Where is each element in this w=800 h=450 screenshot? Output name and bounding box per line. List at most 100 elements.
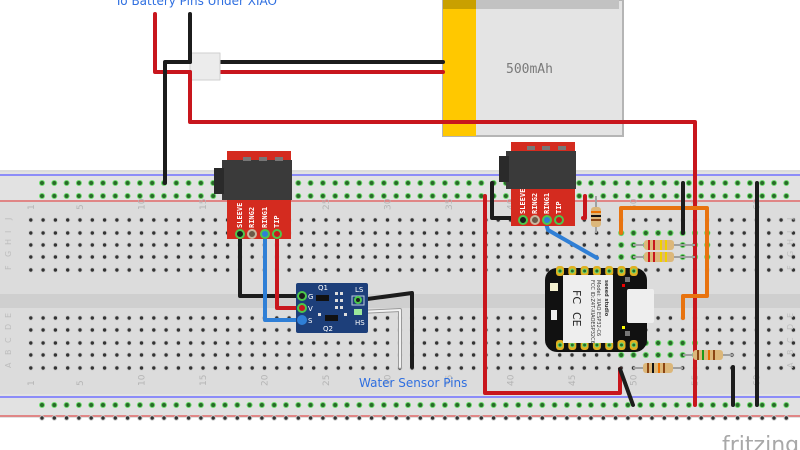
breadboard-hole[interactable]	[778, 315, 784, 321]
breadboard-hole[interactable]	[89, 267, 96, 273]
rail-hole[interactable]	[271, 415, 277, 421]
breadboard-hole[interactable]	[729, 267, 735, 273]
rail-hole[interactable]	[295, 180, 302, 186]
breadboard-hole[interactable]	[77, 217, 83, 223]
breadboard-hole[interactable]	[544, 267, 551, 273]
rail-hole[interactable]	[234, 415, 241, 421]
wire-right-tip[interactable]	[581, 194, 587, 220]
breadboard-hole[interactable]	[65, 352, 71, 358]
rail-hole[interactable]	[344, 402, 350, 408]
breadboard-hole[interactable]	[557, 365, 563, 371]
rail-hole[interactable]	[197, 180, 204, 186]
breadboard-hole[interactable]	[52, 327, 59, 333]
breadboard-hole[interactable]	[335, 254, 341, 260]
breadboard-hole[interactable]	[311, 340, 317, 346]
breadboard-hole[interactable]	[458, 352, 464, 358]
breadboard-hole[interactable]	[40, 242, 46, 248]
breadboard-hole[interactable]	[138, 352, 145, 358]
rail-hole[interactable]	[258, 402, 265, 408]
breadboard-hole[interactable]	[716, 327, 723, 333]
breadboard-hole[interactable]	[114, 365, 120, 371]
rail-hole[interactable]	[564, 415, 570, 421]
breadboard-hole[interactable]	[163, 242, 169, 248]
breadboard-hole[interactable]	[52, 217, 59, 223]
breadboard-hole[interactable]	[65, 242, 71, 248]
breadboard-hole[interactable]	[766, 365, 772, 371]
breadboard-hole[interactable]	[138, 242, 145, 248]
breadboard-hole[interactable]	[323, 242, 329, 248]
rail-hole[interactable]	[417, 180, 424, 186]
breadboard-hole[interactable]	[655, 351, 662, 359]
rail-hole[interactable]	[673, 180, 680, 186]
breadboard-hole[interactable]	[298, 242, 305, 248]
rail-hole[interactable]	[624, 180, 631, 186]
breadboard-hole[interactable]	[790, 340, 797, 346]
breadboard-hole[interactable]	[101, 327, 108, 333]
breadboard-hole[interactable]	[655, 267, 661, 273]
rail-hole[interactable]	[746, 402, 753, 408]
breadboard-hole[interactable]	[200, 230, 206, 236]
breadboard-hole[interactable]	[151, 327, 157, 333]
rail-hole[interactable]	[661, 402, 668, 408]
breadboard-hole[interactable]	[77, 254, 83, 260]
breadboard-hole[interactable]	[372, 254, 378, 260]
breadboard-hole[interactable]	[200, 365, 206, 371]
rail-hole[interactable]	[307, 402, 314, 408]
breadboard-hole[interactable]	[729, 340, 735, 346]
rail-hole[interactable]	[210, 193, 217, 199]
breadboard-hole[interactable]	[778, 365, 784, 371]
rail-hole[interactable]	[441, 402, 448, 408]
breadboard-hole[interactable]	[606, 217, 612, 223]
breadboard-hole[interactable]	[421, 217, 428, 223]
breadboard-hole[interactable]	[212, 352, 219, 358]
breadboard-hole[interactable]	[335, 365, 341, 371]
rail-hole[interactable]	[88, 415, 94, 421]
breadboard-hole[interactable]	[237, 327, 243, 333]
rail-hole[interactable]	[612, 415, 619, 421]
wire-ls-water[interactable]	[358, 291, 414, 369]
rail-hole[interactable]	[283, 415, 289, 421]
breadboard-hole[interactable]	[40, 315, 46, 321]
rail-hole[interactable]	[197, 193, 204, 199]
breadboard-hole[interactable]	[458, 340, 464, 346]
module-pin-g[interactable]	[297, 291, 307, 301]
breadboard-hole[interactable]	[421, 267, 428, 273]
breadboard-hole[interactable]	[175, 340, 182, 346]
breadboard-hole[interactable]	[507, 315, 514, 321]
breadboard-hole[interactable]	[163, 340, 169, 346]
breadboard-hole[interactable]	[495, 254, 501, 260]
breadboard-hole[interactable]	[790, 352, 797, 358]
breadboard-hole[interactable]	[188, 242, 194, 248]
rail-hole[interactable]	[222, 415, 228, 421]
breadboard-hole[interactable]	[384, 230, 391, 236]
rail-hole[interactable]	[332, 193, 339, 199]
breadboard-hole[interactable]	[151, 352, 157, 358]
rail-hole[interactable]	[673, 415, 680, 421]
rail-hole[interactable]	[417, 415, 423, 421]
breadboard-hole[interactable]	[741, 352, 747, 358]
breadboard-hole[interactable]	[261, 365, 268, 371]
rail-hole[interactable]	[417, 402, 424, 408]
rail-hole[interactable]	[710, 402, 716, 408]
rail-hole[interactable]	[417, 193, 424, 199]
breadboard-hole[interactable]	[667, 351, 674, 359]
breadboard-hole[interactable]	[729, 230, 735, 236]
breadboard-hole[interactable]	[77, 315, 83, 321]
rail-hole[interactable]	[185, 193, 192, 199]
breadboard-hole[interactable]	[495, 352, 501, 358]
rail-hole[interactable]	[625, 415, 631, 421]
breadboard-hole[interactable]	[667, 217, 674, 223]
breadboard-hole[interactable]	[507, 254, 514, 260]
breadboard-hole[interactable]	[680, 327, 686, 333]
rail-hole[interactable]	[136, 402, 143, 408]
rail-hole[interactable]	[649, 402, 655, 408]
breadboard-hole[interactable]	[360, 352, 366, 358]
rail-hole[interactable]	[478, 180, 485, 186]
breadboard-hole[interactable]	[335, 340, 341, 346]
rail-hole[interactable]	[319, 402, 326, 408]
breadboard-hole[interactable]	[507, 230, 514, 236]
rail-hole[interactable]	[271, 402, 278, 408]
breadboard-hole[interactable]	[89, 365, 96, 371]
breadboard-hole[interactable]	[40, 267, 46, 273]
breadboard-hole[interactable]	[335, 217, 341, 223]
